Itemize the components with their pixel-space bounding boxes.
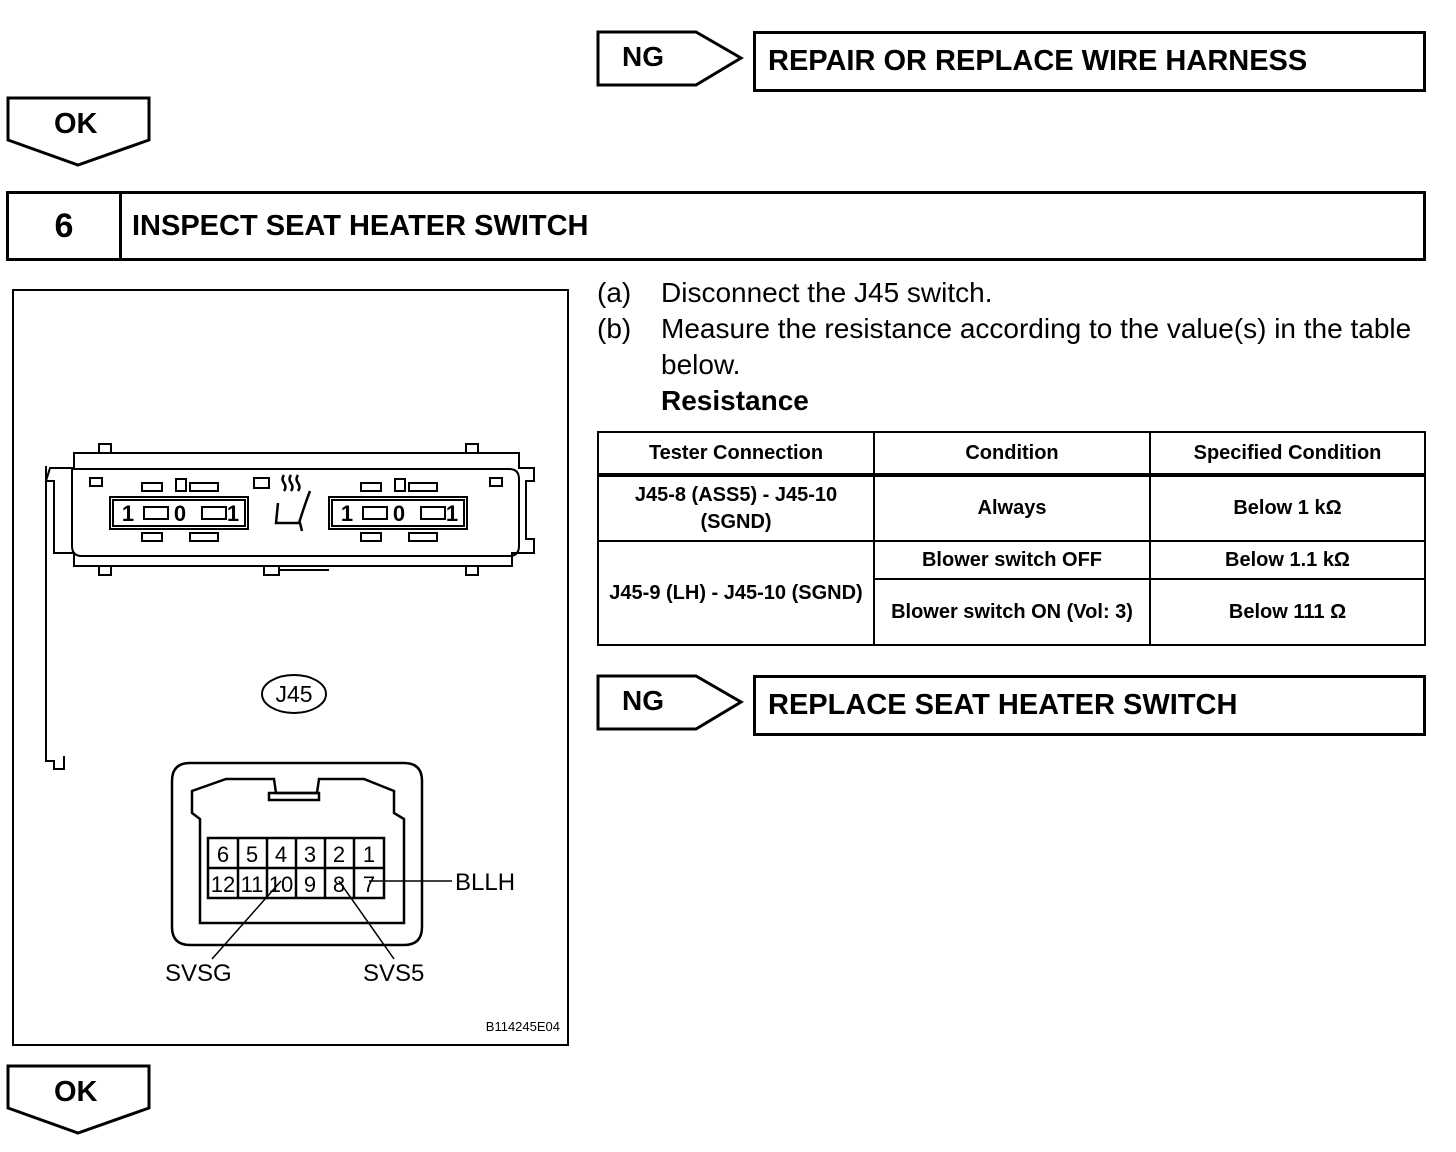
table-row: J45-8 (ASS5) - J45-10 (SGND) Always Belo…	[597, 474, 1426, 542]
ng-arrow-top	[596, 30, 744, 87]
cell-spec: Below 1.1 kΩ	[1149, 540, 1426, 580]
resistance-heading: Resistance	[661, 385, 809, 416]
pin-label: 10	[269, 872, 293, 897]
pin-label: 8	[333, 872, 345, 897]
right-switch-label-0: 0	[393, 501, 405, 526]
table-header-row: Tester Connection Condition Specified Co…	[597, 431, 1426, 477]
cell-spec: Below 1 kΩ	[1149, 474, 1426, 542]
left-switch-label-1: 1	[122, 501, 134, 526]
result-box-bottom: REPLACE SEAT HEATER SWITCH	[753, 675, 1426, 736]
right-switch-label-1b: 1	[446, 501, 458, 526]
cell-spec: Below 111 Ω	[1149, 578, 1426, 646]
instruction-tag: (b)	[597, 313, 632, 344]
cell-connection: J45-8 (ASS5) - J45-10 (SGND)	[597, 474, 875, 542]
instruction-text: Measure the resistance according to the …	[661, 313, 1412, 380]
header-specified-condition: Specified Condition	[1149, 431, 1426, 477]
spec-table: Tester Connection Condition Specified Co…	[597, 431, 1426, 646]
table-row: Blower switch ON (Vol: 3) Below 111 Ω	[598, 578, 1426, 646]
ok-label-top: OK	[54, 108, 98, 140]
instruction-tag: (a)	[597, 277, 632, 308]
connector-body	[170, 761, 424, 947]
pin-labels: 6 5 4 3 2 1 12 11 10 9 8 7	[211, 842, 375, 897]
callout-line-svs5	[338, 880, 395, 960]
ng-label-top: NG	[622, 41, 664, 72]
pin-label: 9	[304, 872, 316, 897]
left-switch-label-1b: 1	[227, 501, 239, 526]
pin-label: 11	[241, 872, 264, 897]
pin-label: 6	[217, 842, 229, 867]
step-number: 6	[9, 194, 122, 258]
callout-line-svsg	[211, 880, 282, 960]
cell-condition: Blower switch OFF	[873, 540, 1151, 580]
instruction-text: Disconnect the J45 switch.	[661, 277, 993, 308]
connector-id-ellipse	[261, 674, 327, 714]
ng-label-bottom: NG	[622, 685, 664, 716]
header-condition: Condition	[873, 431, 1151, 477]
cell-condition: Always	[873, 474, 1151, 542]
cell-condition: Blower switch ON (Vol: 3)	[873, 578, 1151, 646]
pin-label: 7	[363, 872, 375, 897]
callout-svsg: SVSG	[165, 960, 232, 987]
figure-drawing: 1 0 1 1 0 1 J45	[44, 443, 560, 1034]
right-switch-label-1: 1	[341, 501, 353, 526]
seat-heater-icon	[274, 474, 312, 532]
switch-inner-outline	[71, 468, 520, 557]
pin-label: 5	[246, 842, 258, 867]
ok-arrow-bottom	[6, 1064, 151, 1135]
figure-code: B114245E04	[486, 1019, 560, 1034]
result-text-top: REPAIR OR REPLACE WIRE HARNESS	[768, 45, 1308, 77]
cell-connection: J45-9 (LH) - J45-10 (SGND)	[597, 540, 875, 646]
step-title: INSPECT SEAT HEATER SWITCH	[132, 209, 589, 242]
pin-label: 4	[275, 842, 287, 867]
result-text-bottom: REPLACE SEAT HEATER SWITCH	[768, 689, 1238, 721]
pin-label: 12	[211, 872, 235, 897]
ok-label-bottom: OK	[54, 1076, 98, 1108]
ok-arrow-top	[6, 96, 151, 167]
left-switch-label-0: 0	[174, 501, 186, 526]
connector-id: J45	[275, 681, 312, 707]
pin-label: 1	[363, 842, 375, 867]
callout-svs5: SVS5	[363, 960, 424, 987]
ng-arrow-bottom	[596, 674, 744, 731]
step-header: 6 INSPECT SEAT HEATER SWITCH	[6, 191, 1426, 261]
connector-figure: 1 0 1 1 0 1 J45	[12, 289, 569, 1046]
switch-outer-outline	[44, 452, 535, 770]
callout-bllh: BLLH	[455, 869, 515, 896]
result-box-top: REPAIR OR REPLACE WIRE HARNESS	[753, 31, 1426, 92]
pin-label: 3	[304, 842, 316, 867]
table-row: J45-9 (LH) - J45-10 (SGND) Blower switch…	[597, 540, 1426, 646]
pin-label: 2	[333, 842, 345, 867]
header-tester-connection: Tester Connection	[597, 431, 875, 477]
